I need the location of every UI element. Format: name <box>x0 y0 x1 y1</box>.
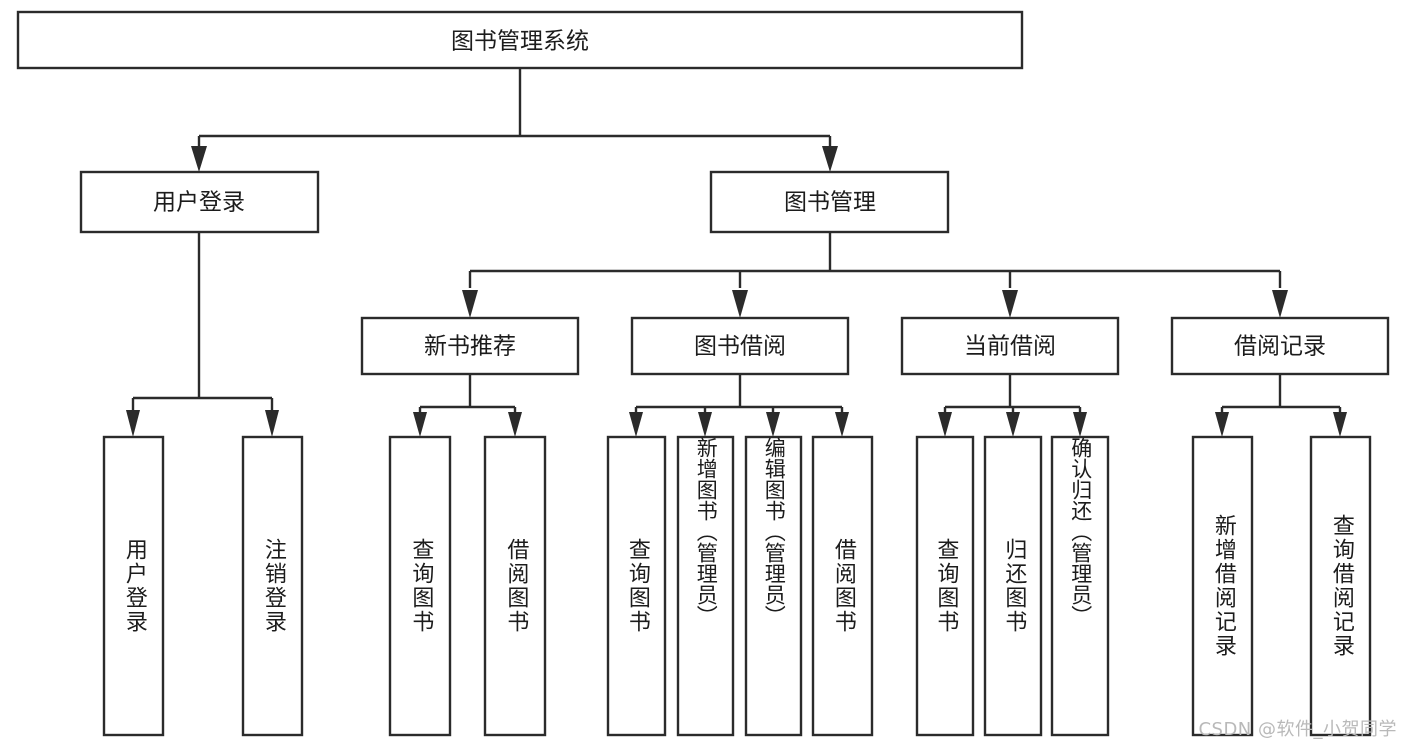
node-label-borrow-record: 借阅记录 <box>1234 334 1326 360</box>
node-box-new-book-rec[interactable] <box>360 316 580 376</box>
node-box-leaf-borrow-add-book[interactable] <box>676 435 735 737</box>
arrowhead-leaf-cur-return-book <box>1006 412 1020 437</box>
node-box-book-borrow[interactable] <box>630 316 850 376</box>
node-box-leaf-rec-borrow-book[interactable] <box>483 435 547 737</box>
arrowhead-leaf-cur-confirm-return <box>1073 412 1087 437</box>
arrowhead-leaf-borrow-add-book <box>698 412 712 437</box>
node-label-user-login: 用户登录 <box>153 190 245 216</box>
node-box-leaf-user-logout[interactable] <box>241 435 304 737</box>
arrowhead-leaf-rec-borrow-book <box>508 412 522 437</box>
node-box-leaf-cur-confirm-return[interactable] <box>1050 435 1110 737</box>
node-box-leaf-user-login[interactable] <box>102 435 165 737</box>
node-layer: 图书管理系统 用户登录 图书管理 新书推荐 图书借阅 当前借阅 借阅记录 <box>16 10 1390 737</box>
node-box-root[interactable] <box>16 10 1024 70</box>
node-box-leaf-cur-return-book[interactable] <box>983 435 1043 737</box>
arrowhead-leaf-rec-query-book <box>413 412 427 437</box>
node-box-book-manage[interactable] <box>709 170 950 234</box>
arrowhead-leaf-borrow-edit-book <box>766 412 780 437</box>
node-label-book-borrow: 图书借阅 <box>694 334 786 360</box>
arrowhead-leaf-borrow-borrow-book <box>835 412 849 437</box>
node-box-leaf-borrow-borrow-book[interactable] <box>811 435 874 737</box>
arrowhead-leaf-user-login <box>126 410 140 437</box>
node-label-current-borrow: 当前借阅 <box>964 334 1056 360</box>
node-box-leaf-cur-query-book[interactable] <box>915 435 975 737</box>
node-box-user-login[interactable] <box>79 170 320 234</box>
node-box-borrow-record[interactable] <box>1170 316 1390 376</box>
node-label-root: 图书管理系统 <box>451 29 589 55</box>
arrowhead-leaf-cur-query-book <box>938 412 952 437</box>
arrowhead-user-login <box>191 146 207 172</box>
csdn-watermark: CSDN @软件_小贺同学 <box>1198 719 1397 740</box>
node-box-leaf-borrow-query-book[interactable] <box>606 435 667 737</box>
node-label-book-manage: 图书管理 <box>784 190 876 216</box>
arrowhead-borrow-record <box>1272 290 1288 318</box>
node-box-current-borrow[interactable] <box>900 316 1120 376</box>
node-label-new-book-rec: 新书推荐 <box>424 334 516 360</box>
node-box-leaf-rec-add-record[interactable] <box>1191 435 1254 737</box>
arrowhead-leaf-rec-add-record <box>1215 412 1229 437</box>
arrowhead-book-manage <box>822 146 838 172</box>
arrowhead-current-borrow <box>1002 290 1018 318</box>
node-box-leaf-borrow-edit-book[interactable] <box>744 435 803 737</box>
connector-layer <box>126 68 1347 437</box>
arrowhead-leaf-rec-query-record <box>1333 412 1347 437</box>
arrowhead-leaf-user-logout <box>265 410 279 437</box>
arrowhead-new-book-rec <box>462 290 478 318</box>
arrowhead-book-borrow <box>732 290 748 318</box>
node-box-leaf-rec-query-record[interactable] <box>1309 435 1372 737</box>
arrowhead-leaf-borrow-query-book <box>629 412 643 437</box>
node-box-leaf-rec-query-book[interactable] <box>388 435 452 737</box>
